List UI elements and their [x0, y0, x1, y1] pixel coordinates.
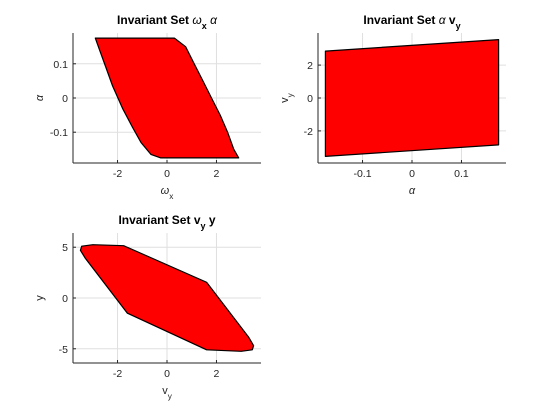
invariant-set-region — [324, 38, 500, 157]
y-axis-label: α — [34, 94, 46, 101]
chart-title: Invariant Set vy y — [118, 213, 215, 231]
x-tick-label: 2 — [214, 368, 220, 380]
y-tick-label: -5 — [59, 344, 68, 356]
y-axis-label: y — [34, 295, 46, 301]
y-tick-label: 0 — [62, 93, 68, 105]
y-axis-label: vy — [279, 92, 295, 103]
x-tick-label: -0.1 — [353, 168, 371, 180]
x-tick-label: -2 — [113, 368, 122, 380]
invariant-set-region — [79, 244, 255, 352]
chart-panel-2: -0.1 0 0.1 2 0 -2 Invariant Set α vy α vy — [279, 13, 506, 197]
x-axis-label: vy — [162, 385, 173, 401]
x-tick-label: 0 — [409, 168, 415, 180]
y-tick-label: -2 — [304, 126, 313, 138]
x-tick-label: 0 — [164, 168, 170, 180]
chart-title: Invariant Set α vy — [363, 13, 460, 31]
x-axis-label: ωx — [161, 185, 175, 201]
y-tick-label: 0 — [307, 93, 313, 105]
x-tick-label: 0.1 — [454, 168, 469, 180]
chart-title: Invariant Set ωx α — [117, 13, 218, 31]
y-tick-label: 5 — [62, 242, 68, 254]
y-tick-label: 2 — [307, 60, 313, 72]
chart-panel-1: -2 0 2 0.1 0 -0.1 Invariant Set ωx α ωx α — [34, 13, 261, 201]
chart-panel-3: -2 0 2 5 0 -5 Invariant Set vy y vy y — [34, 213, 261, 401]
y-tick-label: 0.1 — [53, 59, 68, 71]
x-tick-label: 0 — [164, 368, 170, 380]
x-axis-label: α — [409, 185, 416, 197]
x-tick-label: 2 — [214, 168, 220, 180]
y-tick-label: 0 — [62, 293, 68, 305]
invariant-set-region — [94, 37, 240, 159]
y-tick-label: -0.1 — [50, 127, 68, 139]
x-tick-label: -2 — [113, 168, 122, 180]
